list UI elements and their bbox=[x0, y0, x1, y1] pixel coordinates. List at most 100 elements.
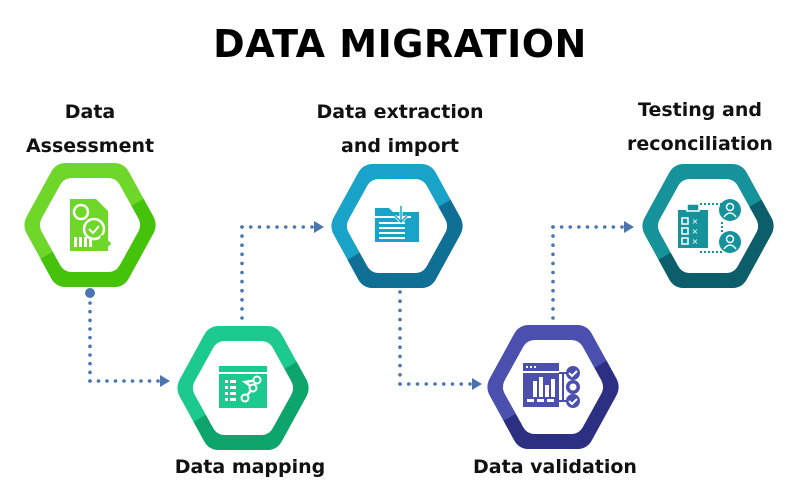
connector-dot bbox=[559, 225, 564, 229]
connector-dot bbox=[240, 270, 244, 275]
svg-text:×: × bbox=[692, 237, 699, 246]
connector-dot bbox=[424, 382, 429, 386]
connector-dot bbox=[240, 279, 244, 284]
connector-dot bbox=[398, 336, 402, 340]
connector-dot bbox=[105, 379, 109, 383]
connector-dot bbox=[398, 345, 402, 350]
chart-checklist-icon bbox=[523, 363, 580, 408]
connector-dot bbox=[551, 234, 555, 238]
document-gear-magnifier-icon bbox=[70, 199, 112, 251]
connector-dot bbox=[551, 225, 555, 229]
connector-dot bbox=[398, 363, 402, 368]
connector-dot bbox=[310, 225, 314, 229]
connector-dot bbox=[240, 234, 244, 238]
connector-dot bbox=[551, 298, 555, 302]
connector-dot bbox=[594, 225, 598, 229]
connector-dot bbox=[611, 225, 616, 229]
label-line: Data mapping bbox=[174, 456, 326, 478]
connector-dot bbox=[240, 225, 244, 229]
connector-dot bbox=[88, 335, 92, 340]
connector-dot bbox=[88, 327, 92, 331]
hexagon-testing-reconciliation: ××× bbox=[642, 164, 774, 288]
connector-dot bbox=[551, 261, 555, 266]
connector-dot bbox=[415, 382, 420, 386]
connector-dot bbox=[88, 353, 92, 357]
connector-dot bbox=[398, 317, 402, 322]
connector-dot bbox=[568, 225, 573, 229]
connector-dot bbox=[551, 316, 555, 320]
step-label-testing: Testing and reconciliation bbox=[605, 93, 795, 161]
connector-dot bbox=[551, 279, 555, 284]
arrow-icon bbox=[160, 375, 170, 387]
connector-dot bbox=[585, 225, 590, 229]
connector-dot bbox=[398, 382, 402, 386]
connector-dot bbox=[88, 361, 92, 366]
folder-download-icon bbox=[375, 206, 419, 242]
connector-dot bbox=[551, 307, 555, 311]
page-title: DATA MIGRATION bbox=[213, 22, 587, 66]
connector-dot bbox=[130, 379, 135, 383]
label-line: Data extraction bbox=[316, 101, 484, 123]
step-label-data-assessment: Data Assessment bbox=[10, 95, 170, 163]
label-line: and import bbox=[341, 135, 459, 157]
connector-dot bbox=[240, 243, 244, 247]
connector-dot bbox=[122, 379, 126, 383]
svg-text:×: × bbox=[692, 217, 699, 226]
hexagon-data-mapping bbox=[177, 326, 309, 450]
step-label-data-extraction: Data extraction and import bbox=[300, 95, 500, 163]
connector-dot bbox=[441, 382, 446, 386]
hexagons: ××× bbox=[24, 163, 774, 450]
mapping-window-icon bbox=[219, 366, 267, 408]
label-line: Data validation bbox=[473, 456, 637, 478]
connector-dot bbox=[88, 370, 92, 375]
connector-dot bbox=[301, 225, 306, 229]
checklist-users-icon: ××× bbox=[678, 199, 741, 253]
connector-dot bbox=[398, 299, 402, 304]
connector-dot bbox=[257, 225, 262, 229]
step-label-data-validation: Data validation bbox=[450, 450, 660, 484]
hexagon-data-assessment bbox=[24, 163, 156, 287]
connector-dot bbox=[292, 225, 297, 229]
connector-4-horizontal bbox=[551, 225, 624, 229]
connector-2-vertical bbox=[240, 225, 244, 320]
connector-dot bbox=[398, 373, 402, 377]
connector-dot bbox=[88, 309, 92, 314]
connector-dot bbox=[96, 379, 101, 383]
connector-2-horizontal bbox=[240, 225, 314, 229]
connector-dot bbox=[450, 382, 455, 386]
label-line: Testing and bbox=[638, 99, 762, 121]
connector-dot bbox=[88, 379, 92, 383]
connector-dot bbox=[551, 243, 555, 247]
connector-dot bbox=[433, 382, 437, 386]
connector-dot bbox=[240, 252, 244, 257]
connector-dot bbox=[551, 270, 555, 275]
label-line: Data bbox=[64, 101, 116, 123]
connector-3-vertical bbox=[398, 290, 402, 386]
connector-4-vertical bbox=[551, 225, 555, 320]
connector-dot bbox=[88, 318, 92, 323]
connector-1-vertical bbox=[88, 301, 92, 383]
connector-dot bbox=[88, 301, 92, 305]
svg-text:×: × bbox=[692, 227, 699, 236]
connector-dot bbox=[468, 382, 472, 386]
connectors bbox=[85, 221, 634, 390]
connector-dot bbox=[240, 288, 244, 293]
connector-dot bbox=[266, 225, 271, 229]
arrow-icon bbox=[314, 221, 324, 233]
connector-dot bbox=[139, 379, 143, 383]
connector-dot bbox=[551, 252, 555, 257]
hexagon-data-validation bbox=[487, 325, 619, 449]
hexagon-data-extraction bbox=[331, 164, 463, 288]
connector-dot bbox=[88, 344, 92, 349]
connector-dot bbox=[156, 379, 160, 383]
connector-dot bbox=[283, 225, 288, 229]
label-line: reconciliation bbox=[627, 133, 773, 155]
connector-dot bbox=[459, 382, 464, 386]
connector-dot bbox=[398, 290, 402, 294]
connector-1-horizontal bbox=[88, 379, 160, 383]
connector-dot bbox=[398, 327, 402, 331]
arrow-icon bbox=[624, 221, 634, 233]
connector-dot bbox=[240, 298, 244, 302]
connector-dot bbox=[113, 379, 118, 383]
